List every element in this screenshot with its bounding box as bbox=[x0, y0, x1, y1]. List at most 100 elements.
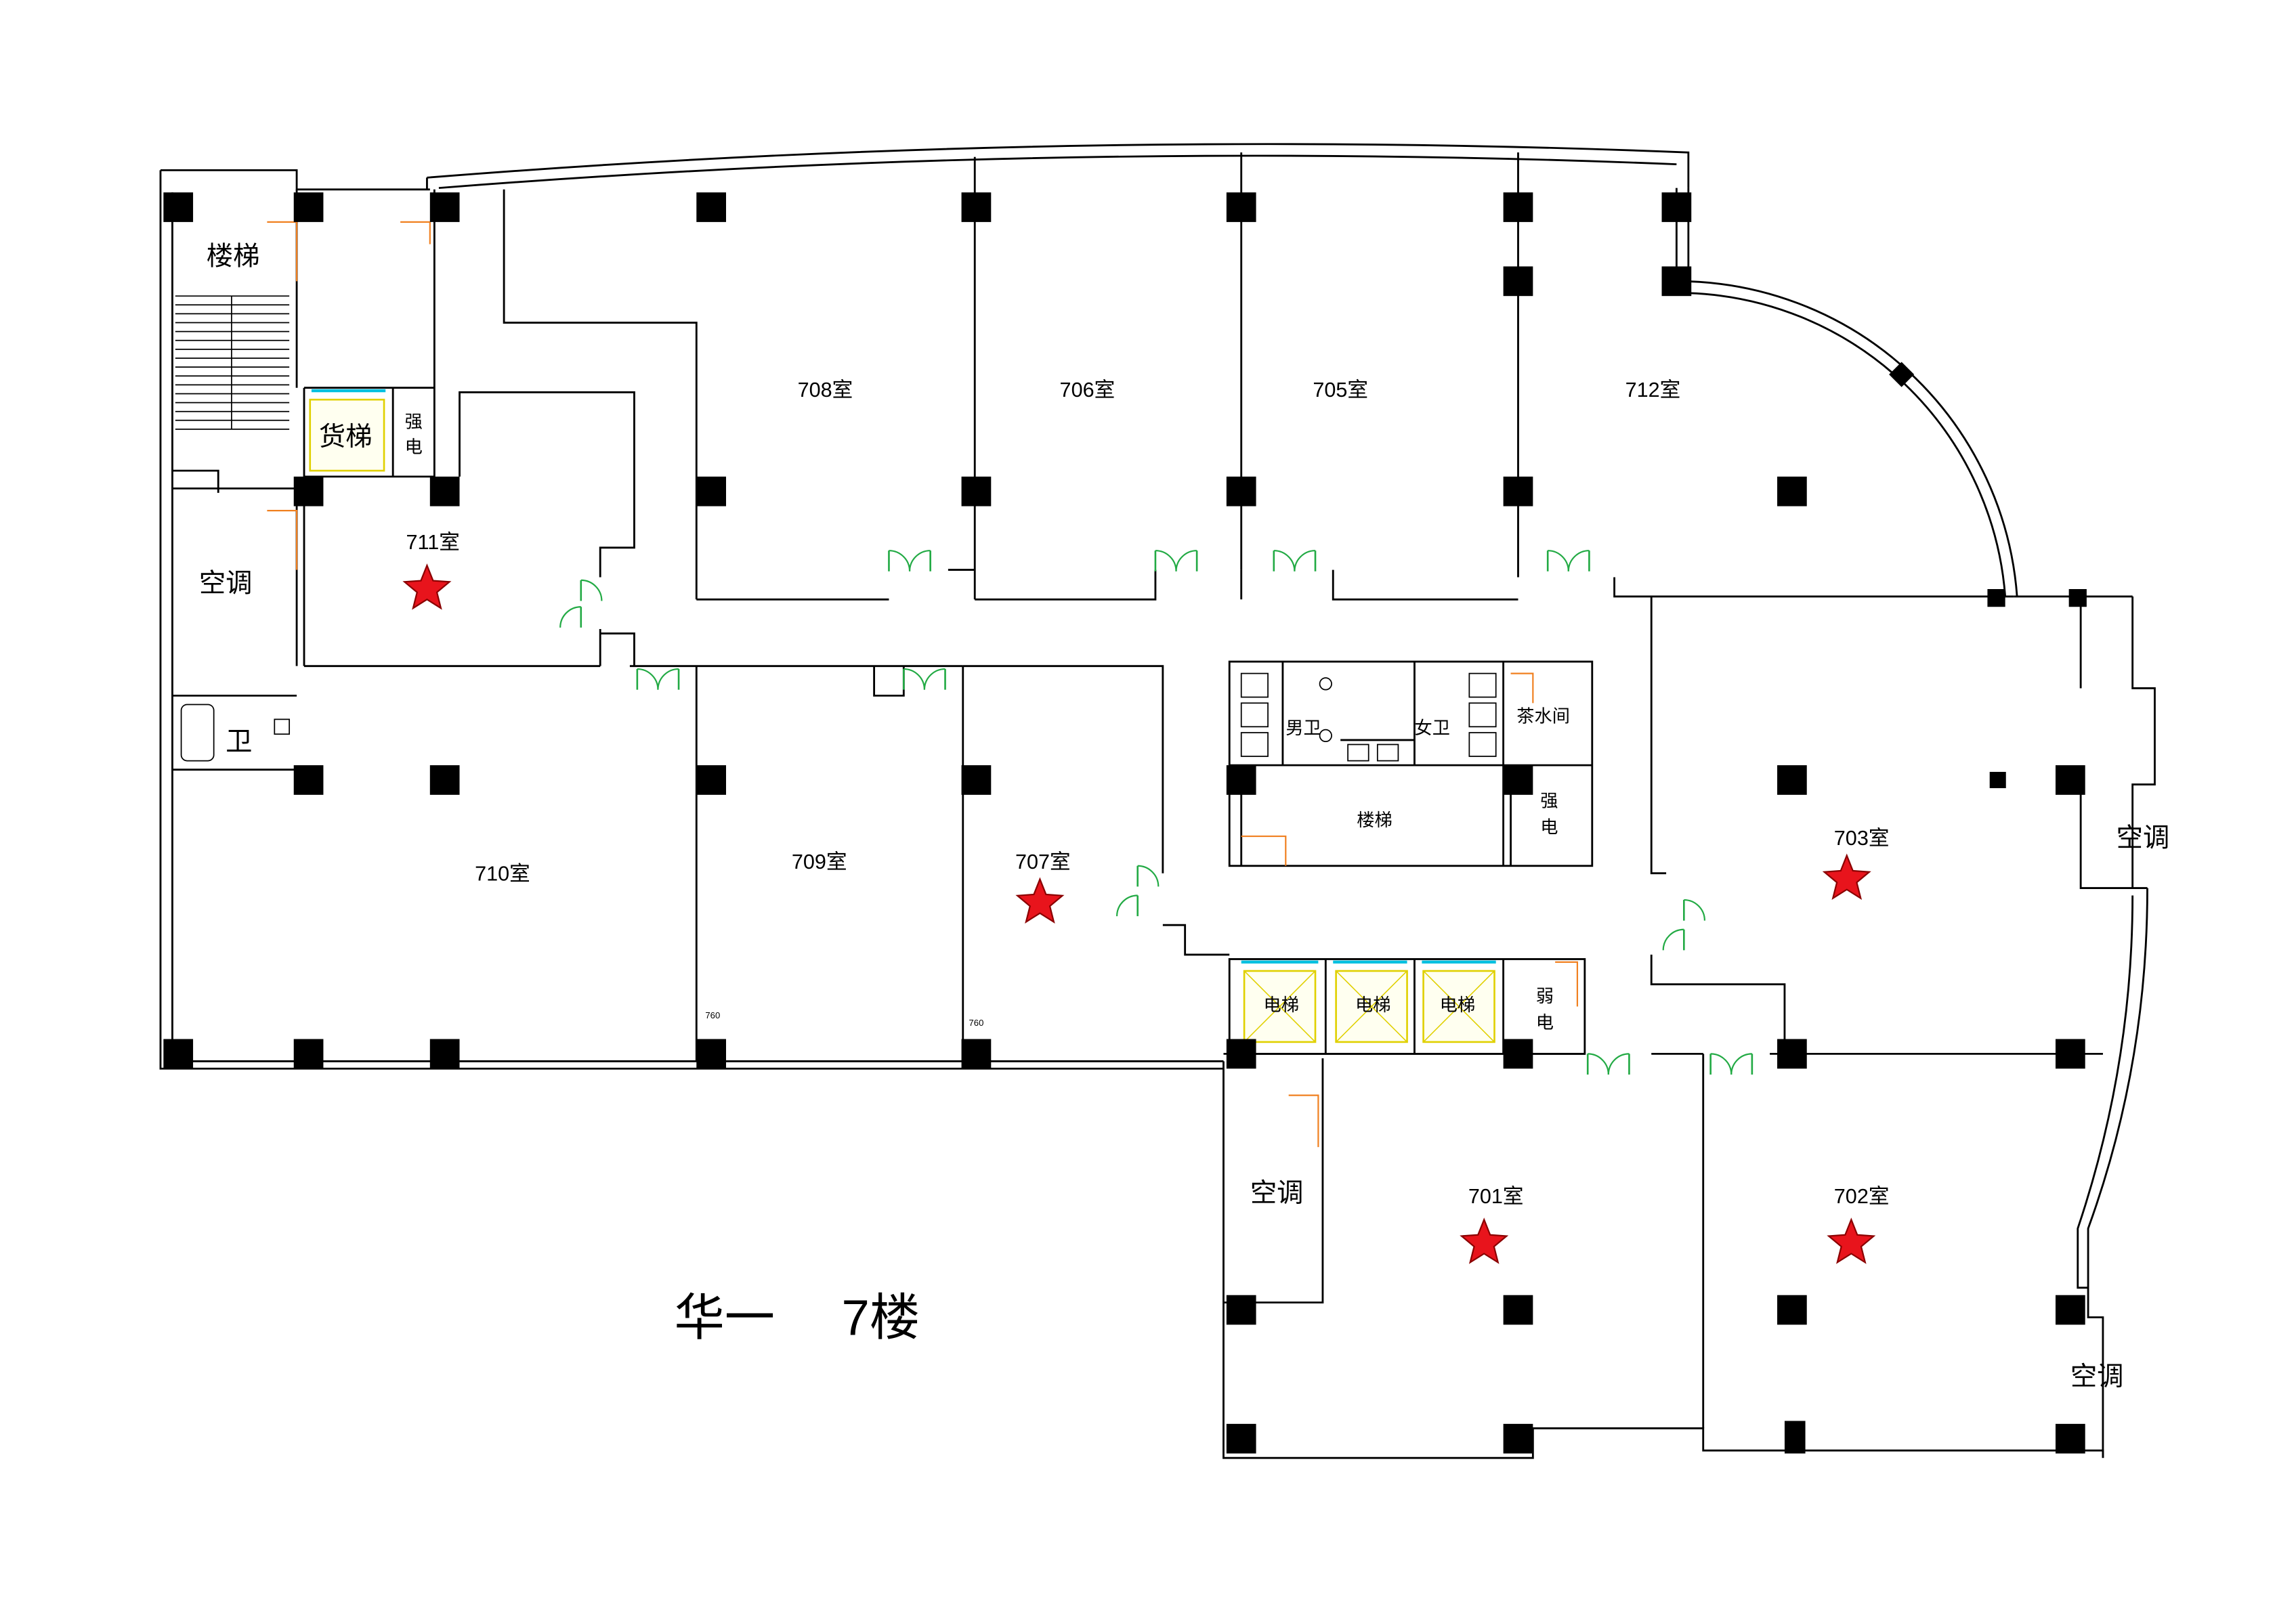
room-702-area[interactable] bbox=[1703, 1058, 2088, 1446]
pillar bbox=[961, 765, 992, 795]
door-swing bbox=[1567, 550, 1590, 571]
pillar-small bbox=[1987, 589, 2005, 607]
room-703-area[interactable] bbox=[1655, 599, 2081, 1051]
door-frame bbox=[1288, 1094, 1319, 1148]
pillar bbox=[961, 476, 992, 506]
toilet-icon bbox=[1240, 732, 1269, 757]
pillar bbox=[1226, 1039, 1256, 1069]
elevator-2-label: 电梯 bbox=[1355, 995, 1390, 1015]
door-frame bbox=[1241, 835, 1287, 866]
ac-left-label: 空调 bbox=[199, 568, 253, 598]
ac-701-label: 空调 bbox=[1250, 1178, 1304, 1208]
freight-lift-box bbox=[309, 398, 385, 472]
dimension-label: 760 bbox=[969, 1018, 983, 1028]
pillar bbox=[1777, 1295, 1807, 1325]
pillar bbox=[2055, 1423, 2085, 1454]
pillar bbox=[1226, 476, 1256, 506]
pillar bbox=[2055, 765, 2085, 795]
pillar bbox=[293, 192, 324, 222]
toilet-icon bbox=[1240, 702, 1269, 728]
elevator-3-label: 电梯 bbox=[1440, 995, 1475, 1015]
door-swing bbox=[1662, 928, 1684, 951]
stair-core-label: 楼梯 bbox=[1357, 810, 1392, 830]
room-708-label: 708室 bbox=[798, 379, 853, 402]
sink-icon bbox=[274, 718, 291, 735]
pillar bbox=[1661, 266, 1692, 297]
fixtures bbox=[180, 672, 1497, 762]
room-702-label: 702室 bbox=[1834, 1185, 1890, 1208]
pillar bbox=[1226, 765, 1256, 795]
ac-702-label: 空调 bbox=[2070, 1362, 2124, 1391]
pillar bbox=[696, 476, 727, 506]
room-707-label: 707室 bbox=[1015, 850, 1071, 873]
door-swing bbox=[1175, 550, 1197, 571]
pillar bbox=[1503, 1295, 1533, 1325]
elevator-1-label: 电梯 bbox=[1264, 995, 1299, 1015]
power-core-label-1: 强 bbox=[1540, 790, 1558, 810]
room-710-label: 710室 bbox=[475, 863, 530, 886]
room-711-label: 711室 bbox=[406, 531, 460, 554]
pillar bbox=[429, 1039, 460, 1069]
pillar bbox=[696, 192, 727, 222]
freight-lift-label: 货梯 bbox=[319, 422, 373, 452]
pillar bbox=[1226, 1295, 1256, 1325]
pillar-small bbox=[2068, 589, 2087, 607]
doors bbox=[267, 221, 1753, 1148]
room-706-label: 706室 bbox=[1060, 379, 1115, 402]
pillar bbox=[163, 1039, 194, 1069]
pillar bbox=[696, 1039, 727, 1069]
door-swing bbox=[1607, 1053, 1630, 1075]
room-areas bbox=[175, 166, 2088, 1446]
utility-labels: 楼梯 货梯 强 电 空调 卫 男卫 女卫 茶水间 楼梯 强 电 电梯 电梯 电梯… bbox=[199, 241, 2169, 1391]
dimension-notes: 760 760 bbox=[705, 1010, 983, 1028]
door-swing bbox=[1294, 550, 1316, 571]
lift-symbols bbox=[309, 389, 1496, 1043]
door-swing bbox=[559, 606, 581, 628]
door-swing bbox=[580, 579, 603, 601]
pillar bbox=[1777, 476, 1807, 506]
door-swing bbox=[657, 668, 679, 690]
toilet-icon bbox=[1468, 702, 1497, 728]
door-frame bbox=[267, 510, 298, 570]
pillar bbox=[293, 765, 324, 795]
pillar bbox=[1226, 192, 1256, 222]
pillar bbox=[1777, 765, 1807, 795]
pillar bbox=[1784, 1421, 1806, 1454]
pillar bbox=[1661, 192, 1692, 222]
room-709-label: 709室 bbox=[792, 850, 847, 873]
weak-power-label-2: 电 bbox=[1536, 1012, 1554, 1033]
room-703-label: 703室 bbox=[1834, 827, 1890, 850]
pillar bbox=[961, 1039, 992, 1069]
plan-title-floor: 7楼 bbox=[842, 1290, 920, 1346]
plan-title-building: 华一 bbox=[674, 1290, 775, 1346]
room-712-area[interactable] bbox=[1521, 166, 1877, 578]
door-swing bbox=[908, 550, 931, 571]
wc-women-label: 女卫 bbox=[1414, 718, 1449, 738]
pillar-small bbox=[1989, 771, 2006, 789]
pillar bbox=[293, 1039, 324, 1069]
pillar bbox=[429, 765, 460, 795]
room-705-area[interactable] bbox=[1244, 166, 1518, 595]
pillar bbox=[1503, 476, 1533, 506]
door-swing bbox=[923, 668, 945, 690]
bathtub-icon bbox=[180, 704, 215, 762]
toilet-icon bbox=[1468, 732, 1497, 757]
pillar bbox=[1777, 1039, 1807, 1069]
urinal-icon bbox=[1319, 677, 1332, 691]
door-swing bbox=[1730, 1053, 1752, 1075]
room-701-label: 701室 bbox=[1468, 1185, 1524, 1208]
power-left-label-2: 电 bbox=[405, 437, 423, 457]
room-701-area[interactable] bbox=[1323, 1058, 1703, 1428]
toilet-icon bbox=[1468, 672, 1497, 698]
urinal-icon bbox=[1319, 729, 1332, 743]
door-frame bbox=[1510, 672, 1534, 704]
room-labels: 701室 702室 703室 705室 706室 707室 708室 709室 … bbox=[406, 379, 1890, 1208]
stair-left-hatch bbox=[175, 295, 290, 430]
sink-icon bbox=[1347, 743, 1369, 762]
room-710-area[interactable] bbox=[175, 669, 696, 1061]
pillar-diamond bbox=[1889, 362, 1915, 387]
dimension-label: 760 bbox=[705, 1010, 720, 1020]
pillar bbox=[1503, 1423, 1533, 1454]
wc-men-label: 男卫 bbox=[1285, 718, 1321, 738]
